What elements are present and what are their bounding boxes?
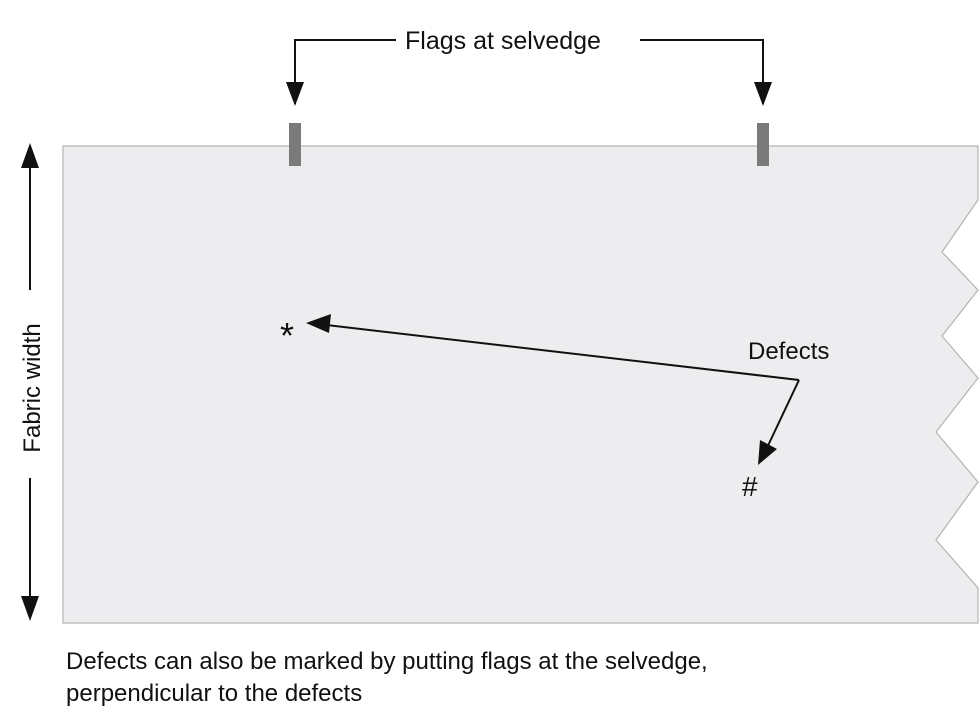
flag-arrow-left <box>294 39 396 104</box>
defect-asterisk: * <box>280 315 294 356</box>
arrow-icon <box>306 314 331 333</box>
flag-arrow-right <box>640 39 764 104</box>
arrow-icon <box>286 82 304 106</box>
caption: Defects can also be marked by putting fl… <box>66 646 926 710</box>
arrow-icon <box>21 596 39 621</box>
flag-icon <box>757 123 769 166</box>
defects-label: Defects <box>748 338 829 365</box>
defect-pointer-1 <box>317 323 800 381</box>
arrow-icon <box>758 440 777 465</box>
defect-pointer-2 <box>764 379 800 453</box>
fabric-panel <box>62 145 979 624</box>
arrow-icon <box>754 82 772 106</box>
flag-icon <box>289 123 301 166</box>
flags-label: Flags at selvedge <box>405 27 601 55</box>
defect-hash: # <box>742 471 758 502</box>
fabric-width-label: Fabric width <box>19 323 46 452</box>
caption-line-2: perpendicular to the defects <box>66 680 363 707</box>
caption-line-1: Defects can also be marked by putting fl… <box>66 648 708 675</box>
arrow-icon <box>21 143 39 168</box>
